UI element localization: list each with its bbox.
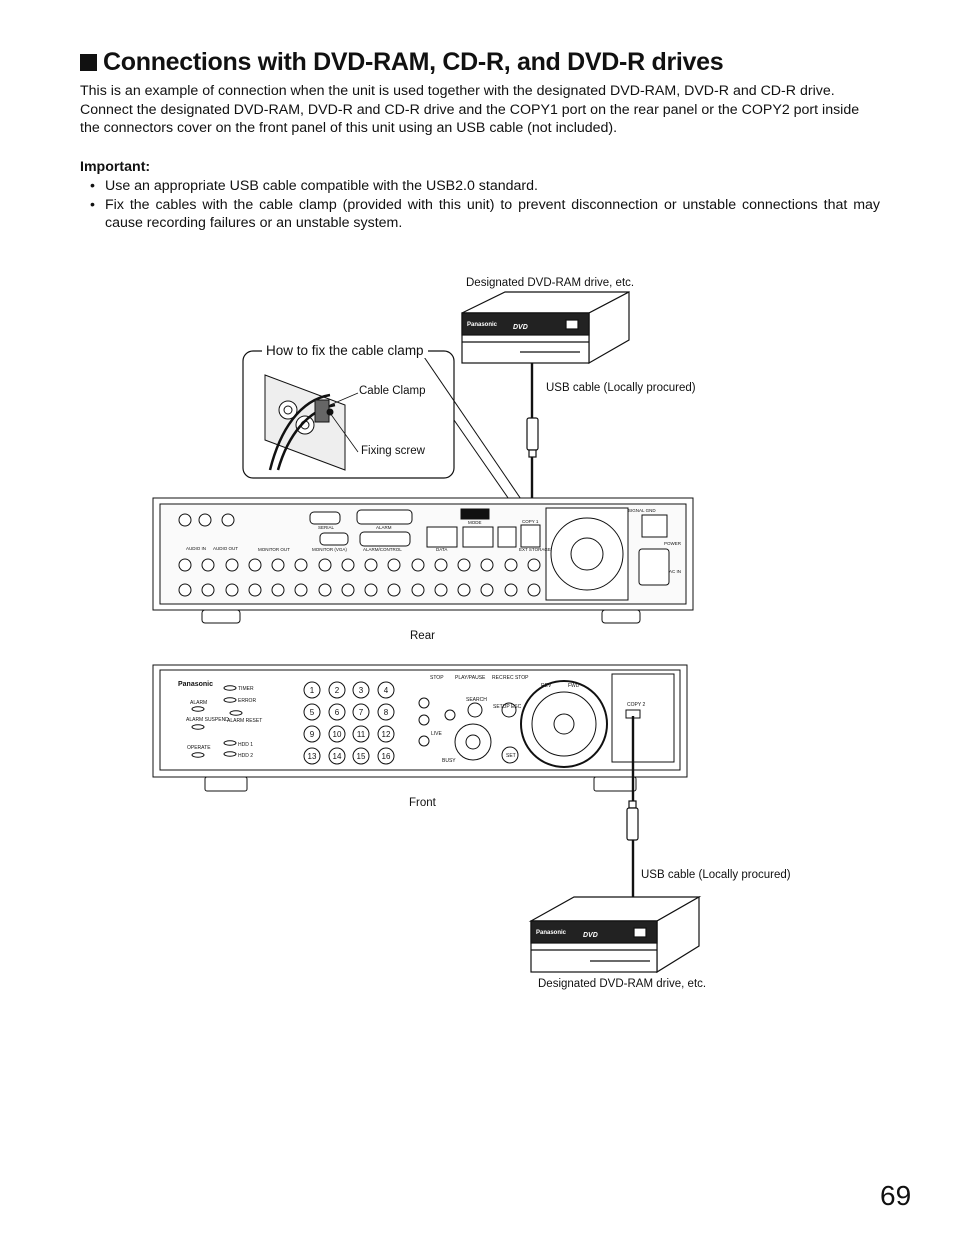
camera-2: 2 <box>335 686 340 695</box>
cable-clamp-label: Cable Clamp <box>359 385 426 397</box>
front-brand: Panasonic <box>178 681 213 688</box>
rear-label: Rear <box>410 630 435 642</box>
led-hdd1-label: HDD 1 <box>238 742 253 748</box>
search-label: SEARCH <box>466 697 487 703</box>
led-alarm-label: ALARM <box>190 700 207 706</box>
bottom-cable-label: USB cable (Locally procured) <box>641 869 791 881</box>
camera-16: 16 <box>382 752 391 761</box>
camera-4: 4 <box>384 686 389 695</box>
camera-10: 10 <box>333 730 342 739</box>
led-hdd2-label: HDD 2 <box>238 753 253 759</box>
top-usb-cable <box>526 363 539 505</box>
camera-6: 6 <box>335 708 340 717</box>
bullet-icon: • <box>90 178 95 194</box>
camera-8: 8 <box>384 708 389 717</box>
rear-audio-in-label: AUDIO IN <box>186 546 206 551</box>
top-dvd-drive: Panasonic DVD <box>461 291 630 365</box>
copy2-label: COPY 2 <box>627 702 645 708</box>
play-pause-label: PLAY/PAUSE <box>455 675 486 681</box>
rear-data-label: DATA <box>436 547 447 552</box>
heading-square-icon <box>80 54 97 71</box>
camera-7: 7 <box>359 708 364 717</box>
important-item: •Use an appropriate USB cable compatible… <box>90 178 538 194</box>
top-cable-label: USB cable (Locally procured) <box>546 382 696 394</box>
important-list: •Use an appropriate USB cable compatible… <box>80 177 880 233</box>
intro-paragraph: This is an example of connection when th… <box>80 83 860 137</box>
busy-label: BUSY <box>442 758 456 764</box>
rear-power-label: POWER <box>664 541 682 546</box>
front-label: Front <box>409 797 436 809</box>
rec-label: REC <box>492 675 503 681</box>
camera-11: 11 <box>357 730 366 739</box>
rear-panel: COPY 1 SERIAL ALARM MODE POWER AUDIO IN … <box>152 497 694 624</box>
bottom-drive-brand: Panasonic <box>536 930 567 936</box>
bottom-dvd-drive: Panasonic DVD <box>528 895 702 974</box>
rev-label: REV <box>541 683 552 689</box>
heading-text: Connections with DVD-RAM, CD-R, and DVD-… <box>103 48 724 76</box>
rec-stop-label: REC STOP <box>503 675 529 681</box>
camera-3: 3 <box>359 686 364 695</box>
camera-1: 1 <box>310 686 315 695</box>
led-alarm-suspend-label: ALARM SUSPEND <box>186 717 229 723</box>
led-operate-label: OPERATE <box>187 745 211 751</box>
front-panel: 1 2 3 4 5 6 7 8 9 10 11 12 13 14 15 16 <box>152 664 688 792</box>
bottom-drive-logo: DVD <box>583 932 598 939</box>
camera-13: 13 <box>308 752 317 761</box>
camera-9: 9 <box>310 730 315 739</box>
page-number: 69 <box>880 1180 912 1211</box>
camera-12: 12 <box>382 730 391 739</box>
set-label: SET <box>506 753 516 759</box>
rear-monitor-vga-label: MONITOR (VGA) <box>312 547 347 552</box>
important-label: Important: <box>80 159 151 175</box>
rear-serial-label: SERIAL <box>318 525 335 530</box>
rear-copy1-label: COPY 1 <box>522 519 539 524</box>
setup-esc-label: SETUP ESC <box>493 704 522 710</box>
bottom-drive-label: Designated DVD-RAM drive, etc. <box>538 978 707 990</box>
top-drive-logo: DVD <box>513 324 528 331</box>
top-drive-brand: Panasonic <box>467 322 498 328</box>
important-item: •Fix the cables with the cable clamp (pr… <box>90 196 880 232</box>
camera-5: 5 <box>310 708 315 717</box>
rear-signal-gnd-label: SIGNAL GND <box>628 508 656 513</box>
bullet-icon: • <box>90 196 95 213</box>
inset-title: How to fix the cable clamp <box>262 343 428 358</box>
led-alarm-reset-label: ALARM RESET <box>227 718 262 724</box>
rear-mode-label: MODE <box>468 520 482 525</box>
led-timer-label: TIMER <box>238 686 254 692</box>
rear-monitor-out-label: MONITOR OUT <box>258 547 290 552</box>
rear-alarm-control-label: ALARM/CONTROL <box>363 547 402 552</box>
camera-buttons <box>303 681 395 765</box>
section-heading: Connections with DVD-RAM, CD-R, and DVD-… <box>80 46 724 78</box>
camera-14: 14 <box>333 752 342 761</box>
fixing-screw-label: Fixing screw <box>361 445 425 457</box>
cable-clamp-inset <box>242 350 526 506</box>
top-drive-label: Designated DVD-RAM drive, etc. <box>466 277 635 289</box>
rear-alarm-label: ALARM <box>376 525 392 530</box>
bnc-connectors <box>178 558 541 597</box>
rear-ext-storage-label: EXT STORAGE <box>519 547 551 552</box>
rear-ac-in-label: AC IN <box>669 569 681 574</box>
stop-label: STOP <box>430 675 444 681</box>
led-error-label: ERROR <box>238 698 256 704</box>
camera-15: 15 <box>357 752 366 761</box>
rear-audio-out-label: AUDIO OUT <box>213 546 238 551</box>
live-label: LIVE <box>431 731 443 737</box>
fwd-label: FWD <box>568 683 580 689</box>
